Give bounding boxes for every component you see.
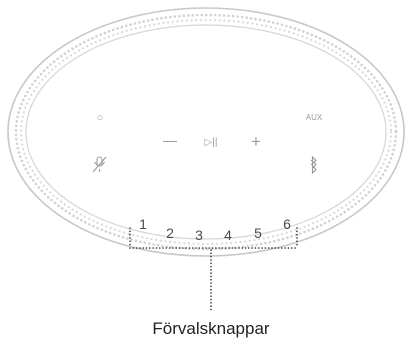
preset-button-4[interactable]: 4	[224, 227, 232, 243]
preset-button-3[interactable]: 3	[195, 227, 203, 243]
preset-bracket	[129, 227, 298, 313]
action-button[interactable]: ○	[97, 112, 104, 124]
preset-button-5[interactable]: 5	[254, 225, 262, 241]
aux-button[interactable]: AUX	[306, 113, 323, 122]
play-pause-button[interactable]: ▷||	[205, 137, 218, 148]
bluetooth-icon[interactable]	[310, 155, 317, 175]
preset-buttons-label: Förvalsknappar	[152, 319, 270, 338]
volume-up-button[interactable]: +	[251, 132, 261, 151]
volume-down-button[interactable]: —	[163, 132, 177, 148]
speaker-top-plate	[25, 24, 387, 240]
preset-button-2[interactable]: 2	[166, 225, 174, 241]
mic-off-icon[interactable]	[92, 156, 107, 173]
preset-buttons: 1 2 3 4 5 6	[139, 216, 291, 243]
preset-button-6[interactable]: 6	[283, 216, 291, 232]
preset-button-1[interactable]: 1	[139, 216, 147, 232]
speaker-grille-ring	[14, 13, 398, 251]
speaker-grille-ring-inner	[19, 18, 393, 246]
